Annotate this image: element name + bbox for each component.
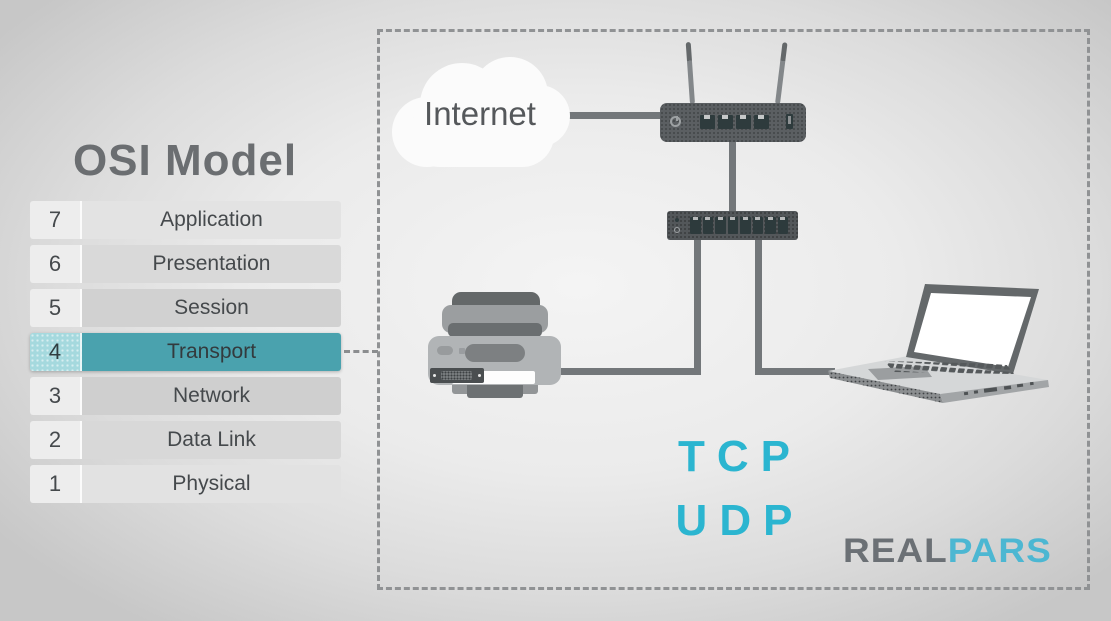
network-boundary-dashed-box [377, 29, 1090, 590]
logo-pars: PARS [947, 531, 1052, 570]
power-icon [674, 227, 680, 233]
cable-switch-down-left [694, 238, 701, 375]
ethernet-port-icon [736, 115, 751, 129]
logo-real: REAL [843, 531, 948, 570]
layer-label: Network [82, 377, 341, 415]
layer-number: 2 [30, 421, 82, 459]
ethernet-port-icon [727, 217, 738, 234]
vga-port-icon [430, 368, 484, 383]
page-title: OSI Model [72, 136, 298, 185]
ethernet-port-icon [690, 217, 701, 234]
layer-number: 1 [30, 465, 82, 503]
osi-row-presentation: 6 Presentation [30, 245, 341, 283]
cloud-puff [408, 103, 554, 167]
layer-number: 5 [30, 289, 82, 327]
realpars-logo: REALPARS [843, 532, 1052, 571]
layer-label: Application [82, 201, 341, 239]
ethernet-port-icon [752, 217, 763, 234]
layer-number: 4 [30, 333, 82, 371]
layer-label: Presentation [82, 245, 341, 283]
osi-row-application: 7 Application [30, 201, 341, 239]
osi-table: 7 Application 6 Presentation 5 Session 4… [30, 201, 341, 509]
layer-label: Data Link [82, 421, 341, 459]
osi-row-transport-highlighted: 4 Transport [30, 333, 341, 371]
laptop-screen [914, 293, 1031, 367]
ethernet-port-icon [702, 217, 713, 234]
power-icon [670, 116, 681, 127]
ethernet-port-icon [765, 217, 776, 234]
osi-row-network: 3 Network [30, 377, 341, 415]
udp-label: UDP [675, 496, 805, 545]
laptop-side-ports [963, 381, 1034, 396]
router-ethernet-ports [700, 115, 769, 129]
ethernet-port-icon [718, 115, 733, 129]
printer-button-small [459, 348, 465, 354]
internet-label: Internet [424, 95, 536, 132]
printer-top-bar [448, 323, 542, 337]
osi-row-session: 5 Session [30, 289, 341, 327]
cable-to-printer [556, 368, 701, 375]
wifi-router-icon [660, 103, 806, 142]
layer-number: 7 [30, 201, 82, 239]
tcp-label: TCP [678, 432, 802, 481]
layer-label: Session [82, 289, 341, 327]
ethernet-port-icon [777, 217, 788, 234]
usb-port-icon [786, 114, 793, 129]
printer-handle [465, 344, 525, 362]
laptop-deck [828, 356, 1048, 394]
switch-ethernet-ports [690, 217, 788, 234]
internet-cloud-icon: Internet [390, 55, 570, 175]
laptop-front-edge-texture [828, 371, 943, 403]
led-indicator [675, 218, 679, 222]
ethernet-switch-icon [667, 211, 798, 240]
printer-icon [425, 290, 605, 402]
osi-row-physical: 1 Physical [30, 465, 341, 503]
ethernet-port-icon [700, 115, 715, 129]
layer-label: Transport [82, 333, 341, 371]
layer-number: 3 [30, 377, 82, 415]
transport-to-diagram-dashed-line [344, 350, 378, 353]
printer-button [437, 346, 453, 355]
ethernet-port-icon [740, 217, 751, 234]
ethernet-port-icon [754, 115, 769, 129]
cable-cloud-to-router [558, 112, 664, 119]
laptop-keyboard [884, 361, 1014, 374]
cable-router-to-switch [729, 140, 736, 214]
ethernet-port-icon [715, 217, 726, 234]
osi-row-data-link: 2 Data Link [30, 421, 341, 459]
cable-switch-down-right [755, 238, 762, 375]
laptop-icon [828, 284, 1049, 403]
cable-to-laptop [755, 368, 835, 375]
layer-label: Physical [82, 465, 341, 503]
layer-number: 6 [30, 245, 82, 283]
